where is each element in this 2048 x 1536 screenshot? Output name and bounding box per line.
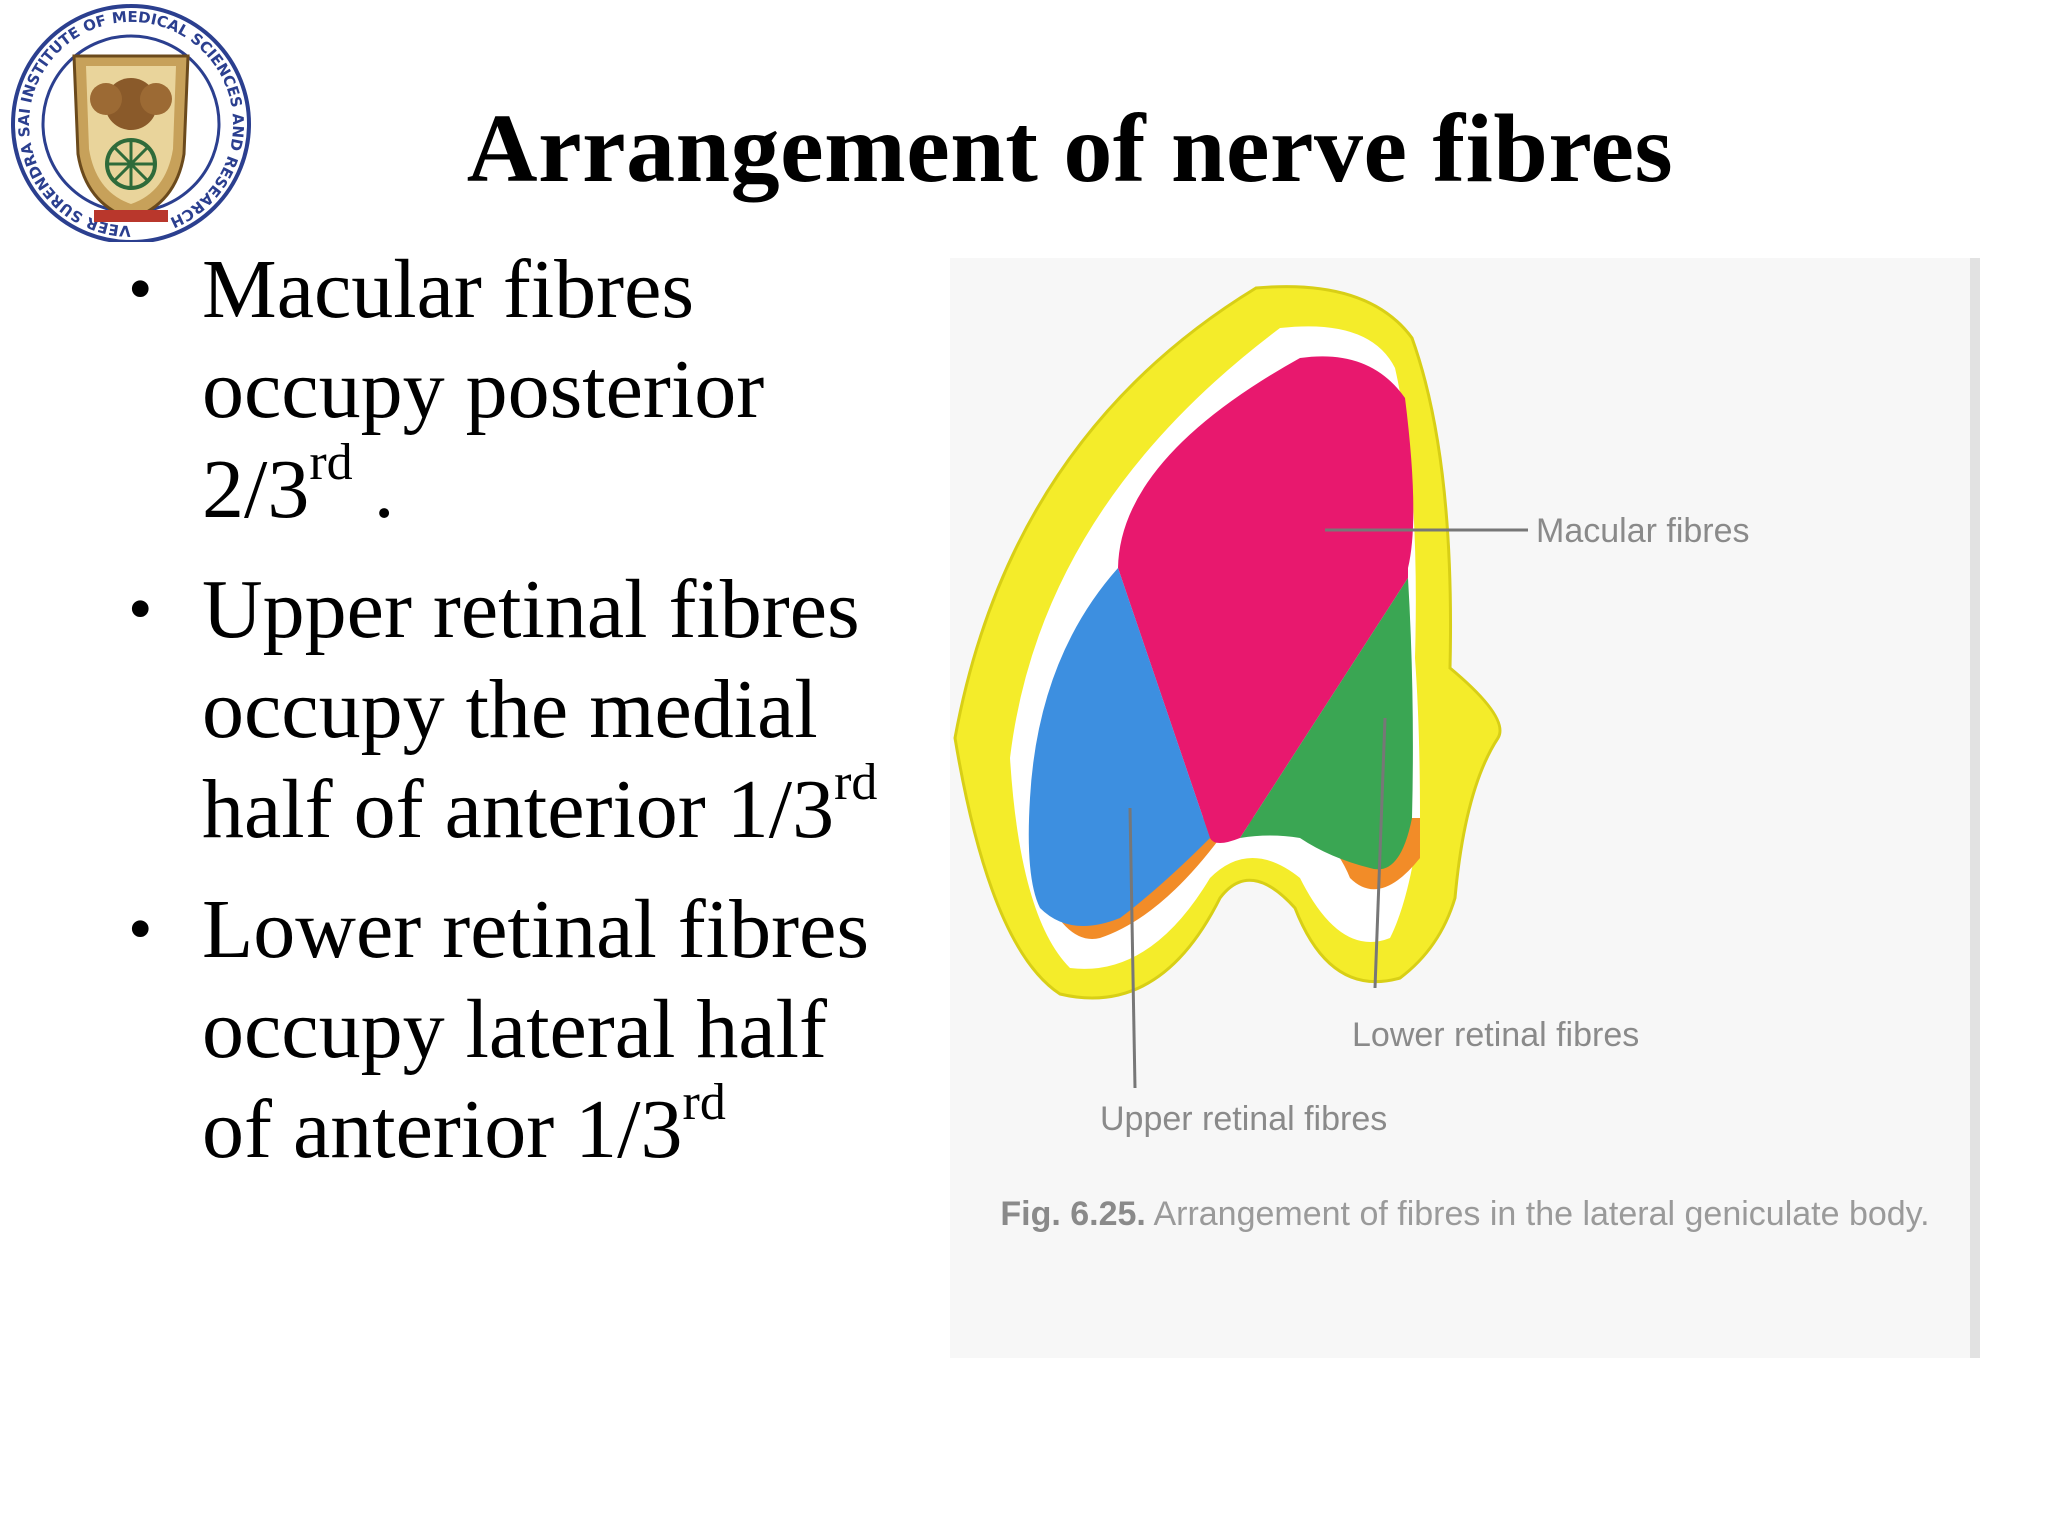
institute-logo: VEER SURENDRA SAI INSTITUTE OF MEDICAL S… — [6, 4, 256, 244]
bullet-dot: • — [128, 251, 153, 328]
lower-retinal-fibres-label: Lower retinal fibres — [1352, 1016, 1639, 1054]
figure-caption: Fig. 6.25. Arrangement of fibres in the … — [950, 1188, 1980, 1240]
bullet-dot: • — [128, 571, 153, 648]
bullet-text: Lower retinal fibres occupy lateral half… — [202, 883, 870, 1176]
upper-retinal-fibres-label: Upper retinal fibres — [1100, 1100, 1387, 1138]
ordinal-suffix: rd — [682, 1074, 726, 1131]
macular-region — [1118, 356, 1414, 843]
bullet-trailing: . — [352, 443, 395, 536]
bullet-item-macular: • Macular fibres occupy posterior 2/3rd … — [120, 240, 880, 540]
lower-retinal-region — [1240, 578, 1413, 870]
bullet-item-lower: • Lower retinal fibres occupy lateral ha… — [120, 880, 880, 1180]
bullet-item-upper: • Upper retinal fibres occupy the medial… — [120, 560, 880, 860]
macular-fibres-label: Macular fibres — [1536, 512, 1750, 550]
ordinal-suffix: rd — [834, 754, 878, 811]
figure-caption-text: Arrangement of fibres in the lateral gen… — [1153, 1195, 1930, 1233]
bullet-text: Upper retinal fibres occupy the medial h… — [202, 563, 860, 856]
figure-edge — [1970, 258, 1980, 1358]
upper-retinal-region — [1028, 568, 1210, 926]
figure-number: Fig. 6.25. — [1000, 1195, 1146, 1233]
bullet-text: Macular fibres occupy posterior 2/3 — [202, 243, 765, 536]
lower-leader-line — [1373, 717, 1387, 989]
ordinal-suffix: rd — [309, 434, 353, 491]
bullet-dot: • — [128, 891, 153, 968]
upper-leader-line — [1128, 807, 1137, 1089]
lgb-diagram: Macular fibres Lower retinal fibres Uppe… — [950, 258, 1980, 1358]
slide-title: Arrangement of nerve fibres — [466, 95, 1674, 203]
bullet-list: • Macular fibres occupy posterior 2/3rd … — [120, 240, 880, 1200]
